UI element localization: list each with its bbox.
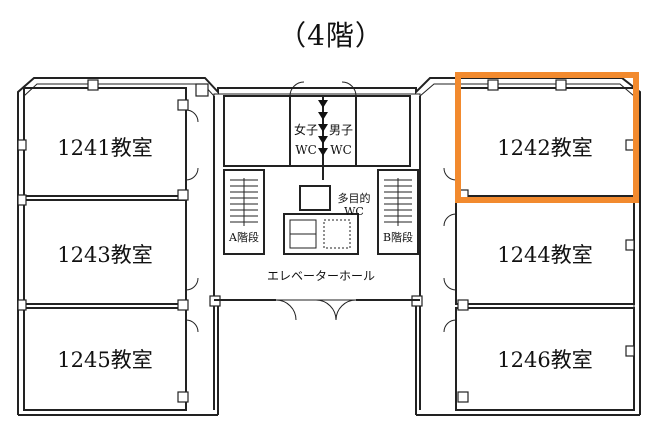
- building-outline: [17, 77, 641, 416]
- floor-title: （4階）: [278, 19, 384, 52]
- multi-wc-label-2: WC: [344, 205, 364, 218]
- room-1242-label: 1242教室: [497, 136, 592, 160]
- elevator-hall-label: エレベーターホール: [267, 269, 375, 283]
- stair-a-label: A階段: [228, 230, 259, 244]
- mens-wc-label-2: WC: [330, 143, 352, 157]
- room-1241-label: 1241教室: [57, 136, 152, 160]
- stair-b: [377, 169, 419, 255]
- room-1245-label: 1245教室: [57, 348, 152, 372]
- womens-wc-label-1: 女子: [294, 122, 318, 137]
- multi-wc-label-1: 多目的: [338, 191, 371, 205]
- elevator-core: [283, 185, 359, 255]
- toilet-block: [223, 81, 411, 180]
- corridor-doors: [214, 299, 420, 321]
- room-doors: [185, 109, 457, 333]
- mens-wc-label-1: 男子: [329, 123, 353, 137]
- womens-wc-label-2: WC: [295, 143, 317, 157]
- stair-a: [223, 169, 265, 255]
- room-1244-label: 1244教室: [497, 243, 592, 267]
- room-1246-label: 1246教室: [497, 348, 592, 372]
- stair-b-label: B階段: [383, 230, 413, 244]
- room-1243-label: 1243教室: [57, 243, 152, 267]
- highlight-room-1242: [455, 72, 639, 203]
- pillars: [17, 79, 635, 403]
- left-wing: [23, 87, 219, 415]
